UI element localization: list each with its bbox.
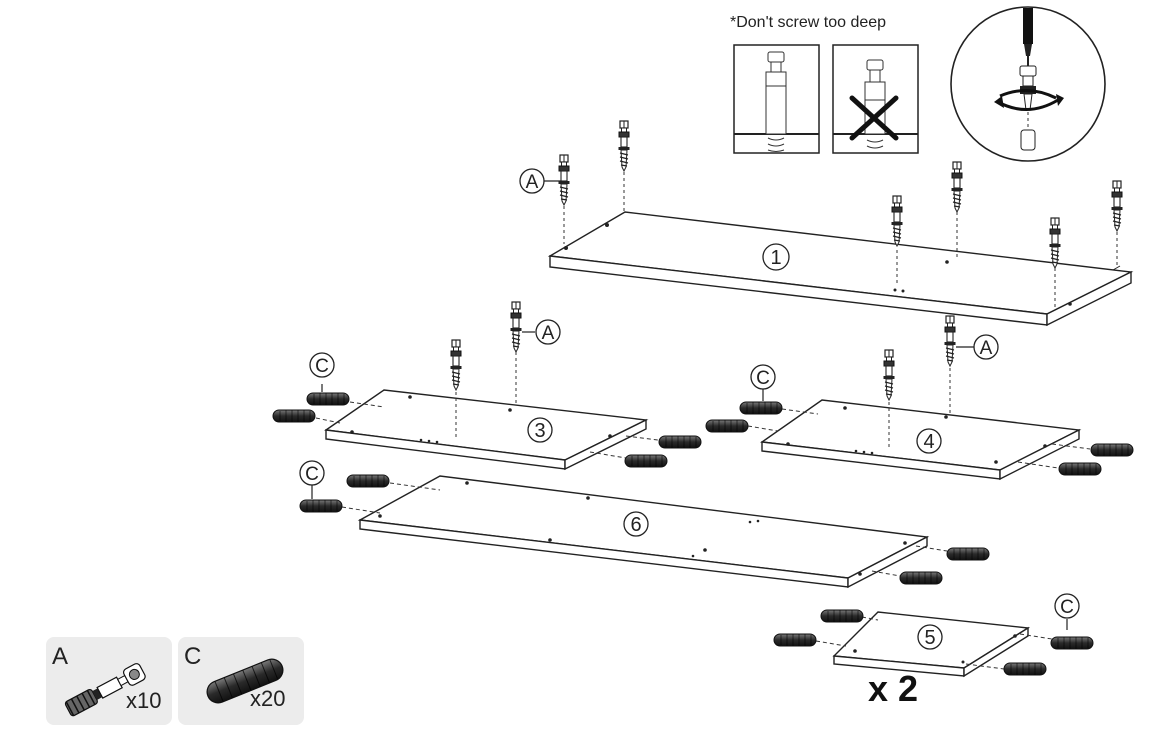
panel-1-number-circle [762, 243, 790, 271]
cam-bolt [449, 339, 463, 440]
part-a-card: A x10 [46, 637, 172, 725]
cam-bolt-icon [64, 663, 146, 717]
cam-bolt [1110, 180, 1124, 268]
callout-a-label: A [542, 323, 555, 344]
cam-bolt [557, 154, 571, 244]
panel-4-number-circle [916, 428, 942, 454]
part-c-card: C x20 [178, 637, 304, 725]
callout-c-circle [299, 460, 325, 486]
panel-1-number: 1 [770, 247, 781, 269]
callout-c-label: C [315, 356, 329, 377]
panel-5-number-circle [917, 624, 943, 650]
dowel [272, 409, 316, 423]
quantity-multiplier: x 2 [868, 668, 919, 709]
callout-c-circle [309, 352, 335, 378]
dowel [299, 499, 343, 513]
callout-c-label: C [1060, 597, 1074, 618]
cam-bolt [509, 301, 523, 404]
part-c-quantity: x20 [250, 686, 286, 711]
panel-6-number: 6 [630, 514, 641, 536]
dowel [705, 419, 749, 433]
cam-bolt [1048, 217, 1062, 308]
callout-a-circle [519, 168, 545, 194]
cam-bolt [943, 315, 957, 414]
callout-a-circle [973, 334, 999, 360]
dowel [624, 454, 668, 468]
dowel [820, 609, 864, 623]
dowel [1003, 662, 1047, 676]
dowel [946, 547, 990, 561]
cross-icon [849, 95, 899, 141]
cam-bolt [890, 195, 904, 286]
screw-depth-note: *Don't screw too deep [730, 14, 887, 31]
panel-1 [547, 211, 1134, 327]
callout-c-circle [1054, 593, 1080, 619]
panel-5-number: 5 [924, 627, 935, 649]
panel-3 [324, 389, 649, 471]
dowel [899, 571, 943, 585]
panel-3-number-circle [527, 417, 553, 443]
dowel [1050, 636, 1094, 650]
callout-a-circle [535, 319, 561, 345]
cam-bolt [617, 120, 631, 214]
callout-c-label: C [305, 464, 319, 485]
rotate-arrow-icon [997, 98, 1059, 112]
part-c-letter: C [184, 643, 202, 670]
cam-bolt [950, 161, 964, 258]
screwdriver-detail-circle [950, 6, 1106, 162]
correct-depth-inset [733, 44, 820, 154]
dowel [306, 392, 350, 406]
panel-3-number: 3 [534, 420, 545, 442]
callout-a-label: A [980, 338, 993, 359]
dowel [773, 633, 817, 647]
dowel [739, 401, 783, 415]
dowel [658, 435, 702, 449]
callout-c-label: C [756, 368, 770, 389]
part-a-letter: A [52, 643, 69, 670]
dowel [1090, 443, 1134, 457]
callout-a-label: A [526, 172, 539, 193]
too-deep-inset [832, 44, 919, 154]
part-a-quantity: x10 [126, 688, 162, 713]
dowel [1058, 462, 1102, 476]
dowel [346, 474, 390, 488]
cam-bolt [882, 349, 896, 450]
wooden-dowel-icon [206, 658, 284, 704]
panel-6-number-circle [623, 511, 649, 537]
panel-4-number: 4 [923, 431, 934, 453]
callout-c-circle [750, 364, 776, 390]
